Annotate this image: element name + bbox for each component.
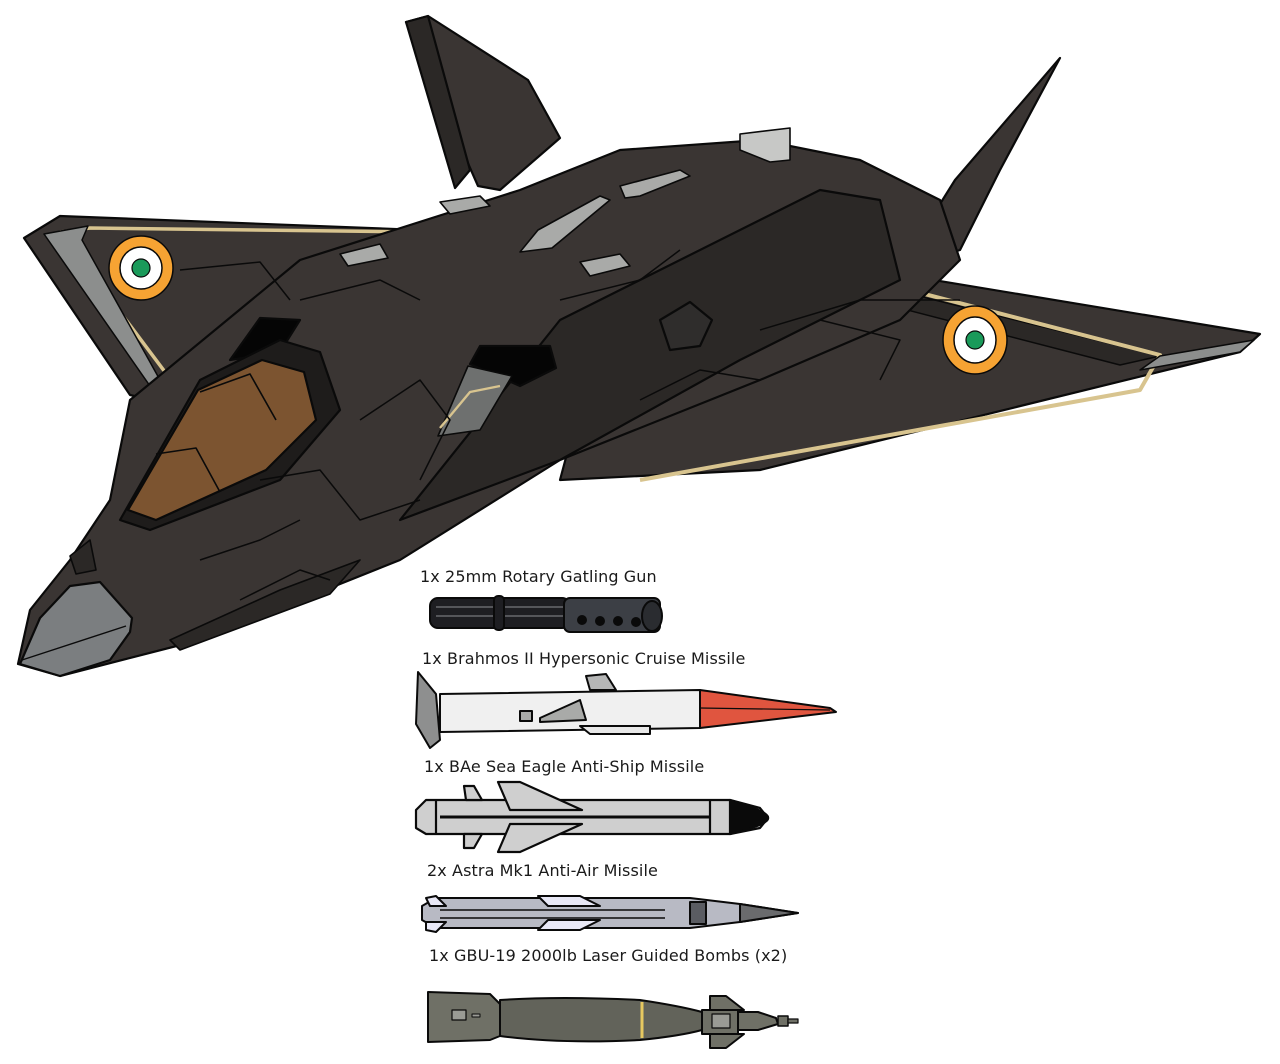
- stealth-fighter: [16, 14, 1262, 678]
- loadout-label-anti-ship-missile: 1x BAe Sea Eagle Anti-Ship Missile: [424, 757, 705, 776]
- loadout-label-guided-bomb: 1x GBU-19 2000lb Laser Guided Bombs (x2): [429, 946, 788, 965]
- gatling-gun-icon: [429, 595, 663, 633]
- canopy: [126, 358, 318, 522]
- loadout-label-cruise-missile: 1x Brahmos II Hypersonic Cruise Missile: [422, 649, 746, 668]
- air-to-air-missile-icon: [421, 895, 799, 933]
- right-intake: [468, 344, 558, 388]
- nose-cone: [18, 580, 134, 678]
- loadout-label-air-to-air-missile: 2x Astra Mk1 Anti-Air Missile: [427, 861, 658, 880]
- roundel-right-wing: [942, 305, 1008, 375]
- loadout-label-gatling-gun: 1x 25mm Rotary Gatling Gun: [420, 567, 657, 586]
- cruise-missile-icon: [415, 671, 837, 749]
- anti-ship-missile-icon: [414, 780, 770, 854]
- guided-bomb-icon: [427, 991, 799, 1049]
- roundel-left-wing: [108, 235, 174, 301]
